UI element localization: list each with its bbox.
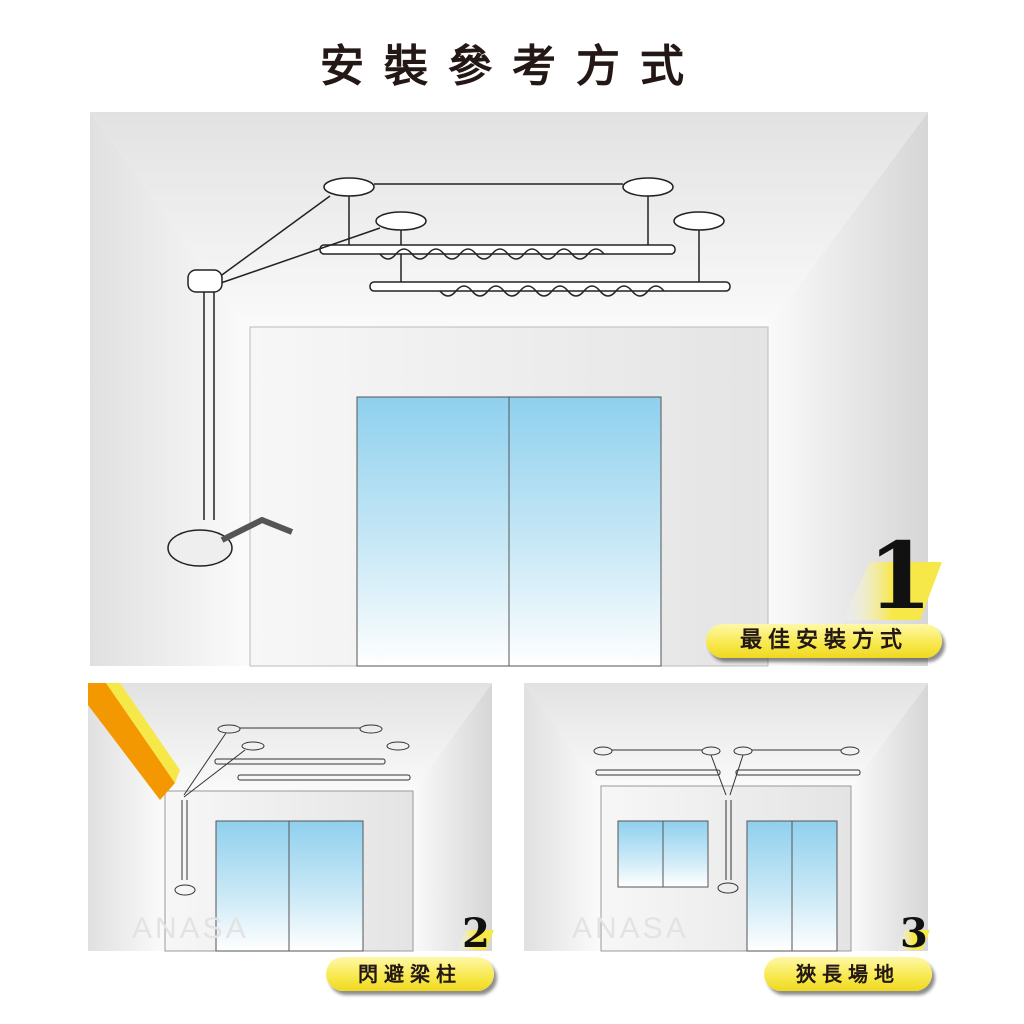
room-panel-1 — [90, 112, 942, 667]
panel-1-label: 最佳安裝方式 — [706, 624, 942, 658]
panel-2-number: 2 — [462, 910, 490, 957]
watermark-panel-3: ANASA — [572, 912, 689, 945]
panel-3-label: 狹長場地 — [764, 957, 932, 991]
page-title: 安裝參考方式 — [320, 41, 704, 92]
room-panel-2 — [88, 683, 494, 952]
glass-door — [356, 396, 662, 667]
watermark-panel-2: ANASA — [132, 912, 249, 945]
drying-rack — [167, 177, 731, 567]
panel-3-number: 3 — [900, 910, 928, 957]
beam — [88, 683, 175, 800]
panel-1-number: 1 — [868, 522, 933, 630]
panel-2-label: 閃避梁柱 — [326, 957, 494, 991]
room-panel-3 — [524, 683, 930, 952]
